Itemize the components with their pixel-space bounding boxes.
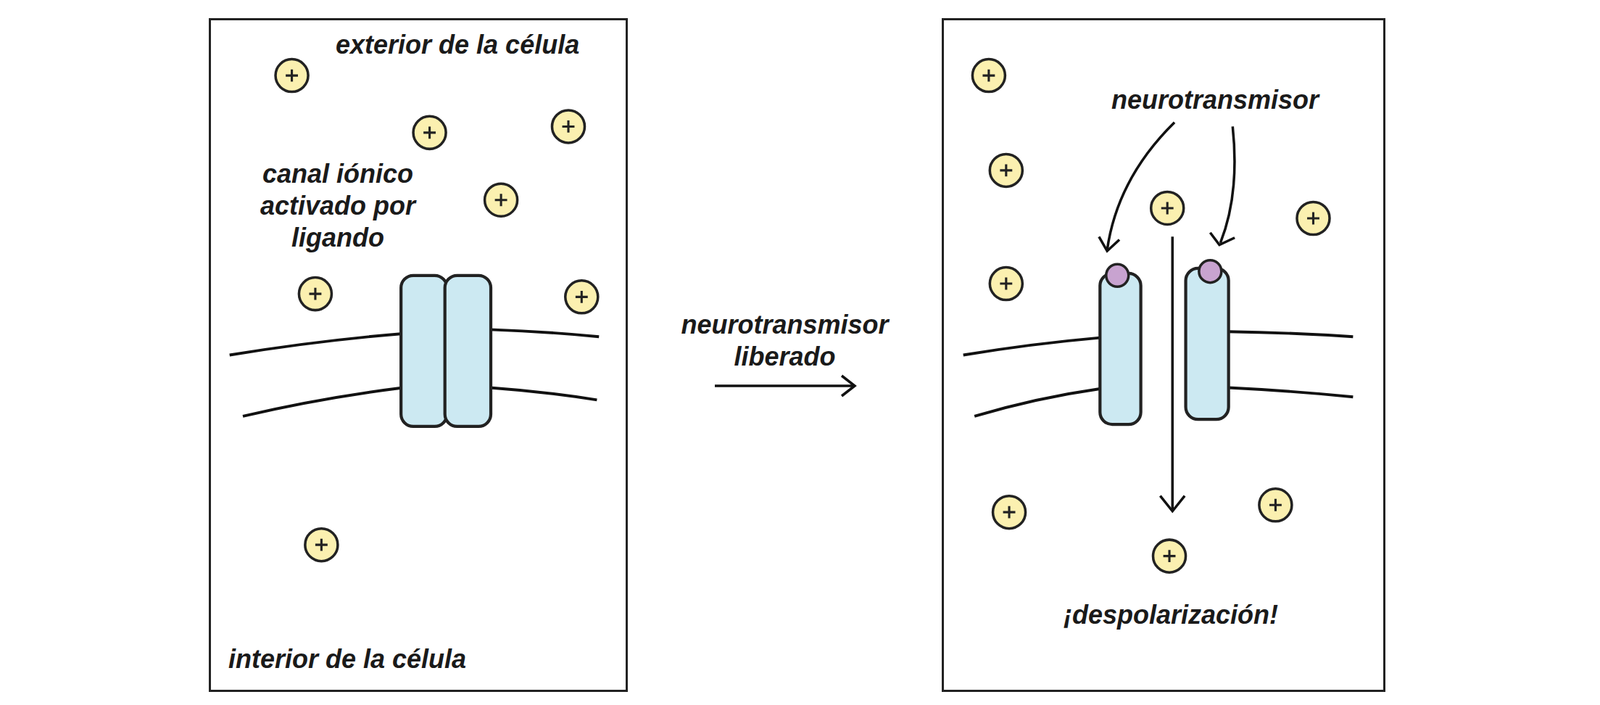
neurotransmitter-molecules [1106,260,1222,288]
panel-label: canal iónico activado por ligando [239,158,436,254]
panel-label: ¡despolarización! [1063,598,1279,631]
membrane-right [963,331,1354,417]
ions-left [275,59,599,562]
panel-label: neurotransmisor [1111,84,1319,116]
panel-box: neurotransmisor ¡despolarización! [941,18,1386,692]
ions-right [972,59,1330,573]
panel-label: exterior de la célula [335,28,580,61]
ion-flow-arrow [1159,236,1185,511]
ion-channel-closed [400,275,491,427]
panel-label: interior de la célula [228,643,467,675]
arrow-label: neurotransmisor liberado [654,308,916,373]
process-arrow [714,375,855,396]
panel-box: exterior de la célula canal iónico activa… [208,18,628,692]
leader-arrows [1099,122,1235,251]
ion-channel-open [1099,268,1229,425]
